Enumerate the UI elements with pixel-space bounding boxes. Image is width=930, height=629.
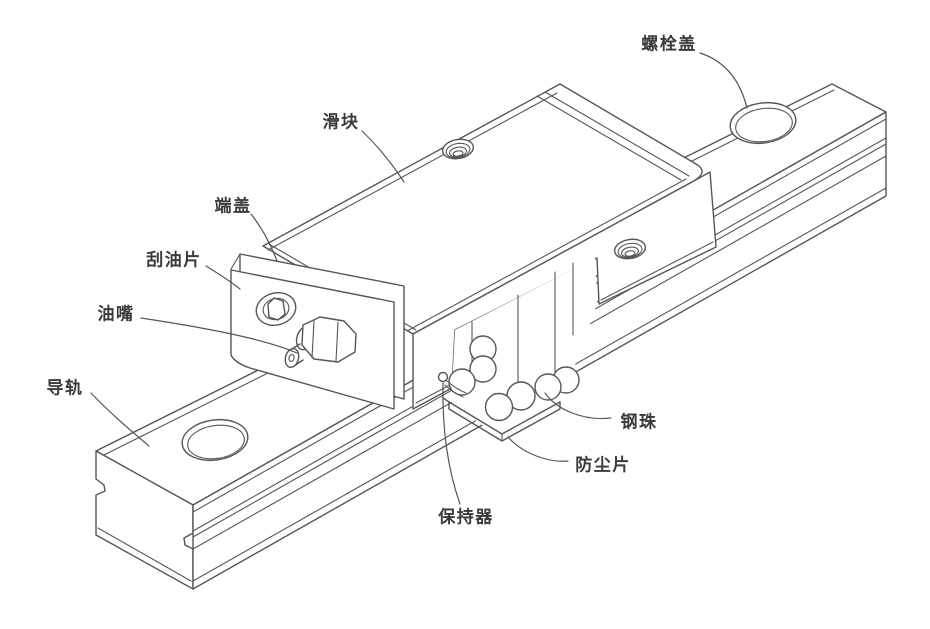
slider-block-drawing — [263, 84, 716, 409]
label-guide-rail: 导轨 — [46, 378, 84, 399]
leader-lines — [91, 53, 747, 504]
cap-screw — [253, 288, 300, 329]
label-steel-balls: 钢珠 — [620, 412, 658, 433]
leader-oil-scraper — [206, 266, 240, 289]
retainer-drawing — [439, 373, 467, 398]
rail-bolt-hole-left — [180, 416, 251, 465]
leader-bolt-cover — [700, 53, 747, 108]
label-slider-block: 滑块 — [322, 112, 360, 133]
label-oil-scraper: 刮油片 — [146, 250, 202, 271]
leader-steel-balls — [545, 393, 611, 419]
rail-bolt-hole-right — [728, 99, 799, 148]
label-grease-nipple: 油嘴 — [97, 304, 135, 325]
grease-nipple-drawing — [283, 317, 356, 369]
leader-slider-block — [362, 131, 404, 182]
steel-balls-drawing — [449, 336, 579, 421]
leader-guide-rail — [91, 393, 149, 446]
leader-end-cap — [251, 214, 277, 261]
leader-grease-nipple — [141, 318, 297, 353]
label-dust-plate: 防尘片 — [575, 455, 631, 476]
label-end-cap: 端盖 — [214, 196, 252, 217]
label-retainer: 保持器 — [438, 507, 494, 528]
block-thread-hole-front — [613, 237, 647, 261]
leader-dust-plate — [508, 437, 568, 461]
label-bolt-cover: 螺栓盖 — [641, 34, 697, 55]
leader-retainer — [443, 383, 460, 504]
block-thread-hole-rear — [441, 137, 475, 161]
